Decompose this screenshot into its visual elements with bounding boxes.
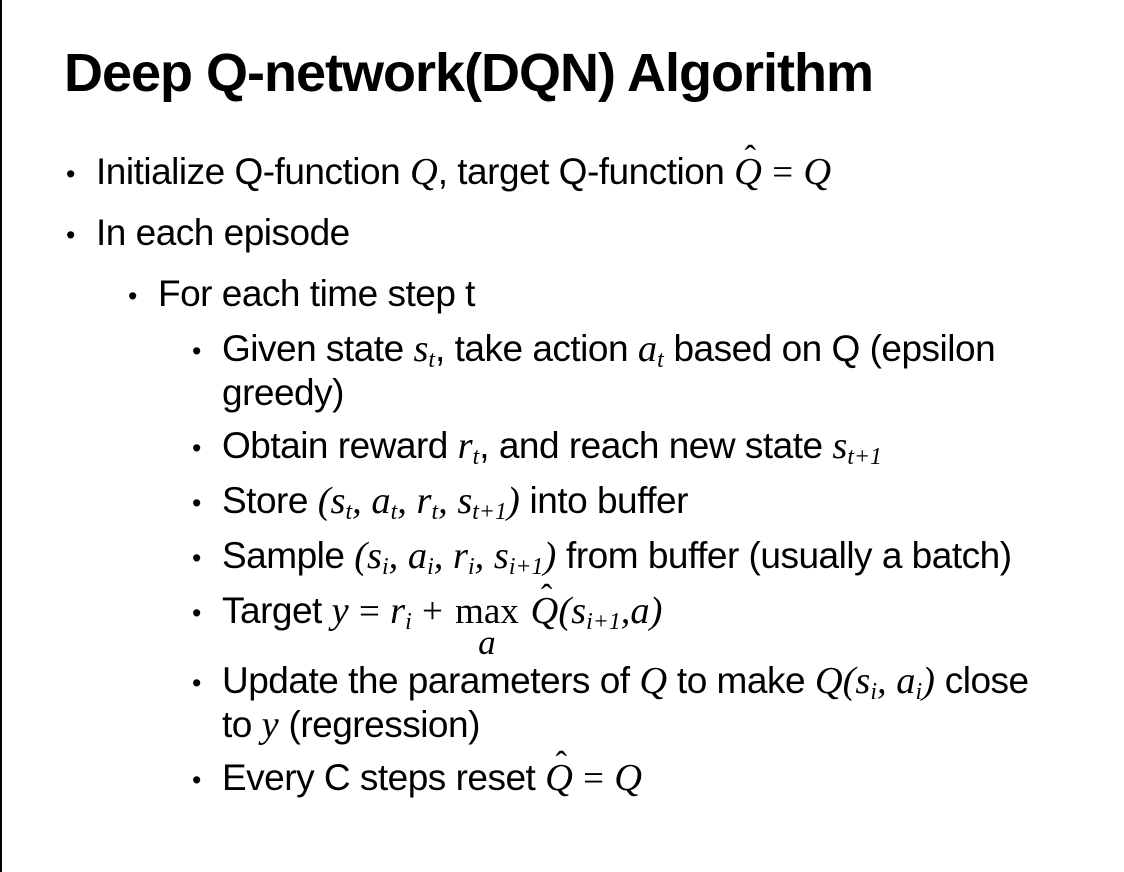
bullet-marker: • xyxy=(192,668,201,699)
bullet-marker: • xyxy=(128,281,137,312)
bullet-marker: • xyxy=(192,543,201,574)
bullet-text: For each time step t xyxy=(158,273,475,315)
bullet-marker: • xyxy=(192,598,201,629)
bullet-marker: • xyxy=(192,336,201,367)
bullet-text: In each episode xyxy=(96,212,350,254)
bullet-list: • Initialize Q-function Q, target Q-funct… xyxy=(2,139,1124,802)
bullet-item: • Store (st, at, rt, st+1) into buffer xyxy=(192,479,1124,525)
bullet-marker: • xyxy=(192,433,201,464)
bullet-text: Initialize Q-function Q, target Q-functi… xyxy=(96,139,832,194)
slide-title: Deep Q-network(DQN) Algorithm xyxy=(64,43,874,103)
bullet-item: • Initialize Q-function Q, target Q-funct… xyxy=(66,139,1124,196)
bullet-marker: • xyxy=(66,220,75,251)
bullet-marker: • xyxy=(192,765,201,796)
bullet-item: • Obtain reward rt, and reach new state s… xyxy=(192,424,1124,470)
bullet-item: • For each time step t xyxy=(128,272,1124,318)
bullet-item: • Update the parameters of Q to make Q(si… xyxy=(192,659,1124,747)
bullet-text: Given state st, take action at based on … xyxy=(222,328,996,414)
bullet-text: Sample (si, ai, ri, si+1) from buffer (u… xyxy=(222,535,1012,581)
bullet-marker: • xyxy=(66,159,75,190)
bullet-text: Store (st, at, rt, st+1) into buffer xyxy=(222,480,688,526)
bullet-text: Obtain reward rt, and reach new state st… xyxy=(222,425,882,471)
bullet-item: • In each episode xyxy=(66,211,1124,257)
bullet-item: • Sample (si, ai, ri, si+1) from buffer (… xyxy=(192,534,1124,580)
bullet-item: • Given state st, take action at based on… xyxy=(192,327,1124,415)
bullet-text: Update the parameters of Q to make Q(si,… xyxy=(222,660,1029,747)
bullet-marker: • xyxy=(192,488,201,519)
